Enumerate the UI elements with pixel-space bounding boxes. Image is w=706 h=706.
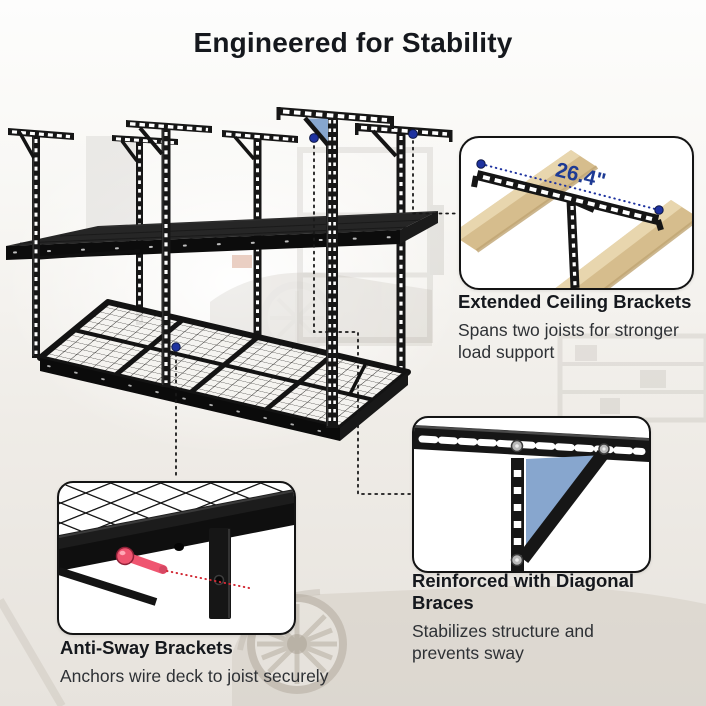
anti-sway-scene <box>59 483 294 619</box>
ceiling-bracket <box>355 123 453 372</box>
callout-text-braces: Reinforced with Diagonal Braces Stabiliz… <box>412 570 650 664</box>
leader-line-braces <box>313 145 411 495</box>
callout-extended-ceiling-brackets: 26.4" <box>459 136 694 290</box>
callout-body: Spans two joists for stronger load suppo… <box>458 320 679 362</box>
measure-dot <box>476 159 486 169</box>
anti-sway-bolt <box>115 546 168 574</box>
callout-diagonal-braces <box>412 416 651 573</box>
screw <box>510 439 524 453</box>
bg-car-middle <box>210 272 432 355</box>
callout-anti-sway-brackets <box>57 481 296 635</box>
leader-line-ceiling <box>412 140 458 215</box>
callout-heading: Reinforced with Diagonal Braces <box>412 570 635 613</box>
measure-dot <box>654 205 664 215</box>
wood-joist <box>461 150 599 253</box>
screw <box>598 443 610 455</box>
ceiling-bracket <box>8 128 74 358</box>
bg-car-front <box>0 585 706 706</box>
diagonal-brace <box>517 450 609 563</box>
rack-front-posts <box>8 107 394 428</box>
ceiling-bracket <box>126 120 212 387</box>
callout-dot <box>309 133 319 143</box>
extended-bracket <box>471 170 664 288</box>
callout-text-antisway: Anti-Sway Brackets Anchors wire deck to … <box>60 637 370 688</box>
ceiling-bracket-with-brace-highlight <box>276 107 394 428</box>
page-title: Engineered for Stability <box>193 27 513 58</box>
rail-hole <box>174 543 184 551</box>
ceiling-bracket-scene: 26.4" <box>461 150 692 288</box>
wire-deck <box>37 299 411 441</box>
anti-sway-strap <box>209 528 231 619</box>
bg-orange-item <box>232 255 252 268</box>
callout-dot <box>408 129 418 139</box>
lower-frame-bar <box>59 567 158 606</box>
strap-hole <box>213 574 225 586</box>
callout-text-ceiling: Extended Ceiling Brackets Spans two jois… <box>458 291 704 363</box>
diagonal-brace-scene <box>414 425 649 571</box>
callout-heading: Extended Ceiling Brackets <box>458 291 692 312</box>
corner-brace <box>303 116 330 147</box>
upper-deck <box>6 211 439 260</box>
screw <box>510 553 524 567</box>
bolt-path-line <box>166 570 250 589</box>
callout-body: Anchors wire deck to joist securely <box>60 666 329 686</box>
callout-dot <box>171 342 181 352</box>
callout-heading: Anti-Sway Brackets <box>60 637 233 658</box>
deck-edge-rail <box>59 489 294 551</box>
leader-lines <box>171 129 458 495</box>
callout-body: Stabilizes structure and prevents sway <box>412 621 594 663</box>
